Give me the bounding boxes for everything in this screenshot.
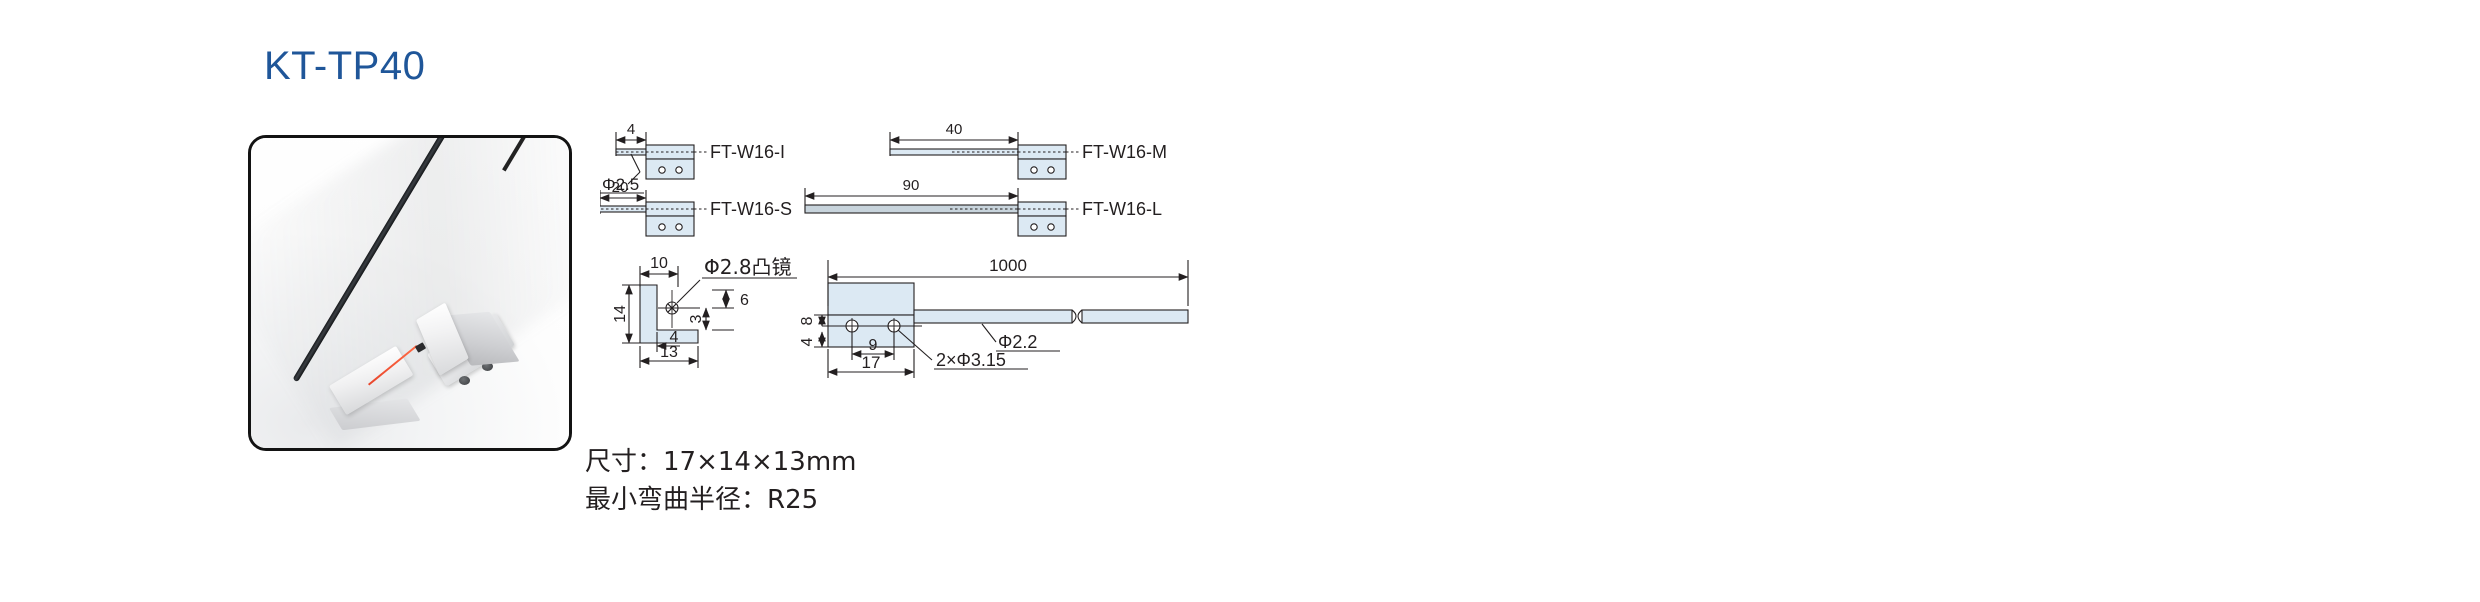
dim-hole-pitch: 9: [869, 337, 878, 354]
callout-fiber-diameter: Φ2.5: [602, 175, 639, 194]
variant-label-1: FT-W16-M: [1082, 142, 1167, 162]
dim-lens-from-top: 6: [740, 292, 749, 309]
variant-label-0: FT-W16-I: [710, 142, 785, 162]
dim-hole-from-top: 8: [799, 316, 816, 325]
callout-cable-diameter: Φ2.2: [998, 332, 1037, 352]
callout-mount-holes: 2×Φ3.15: [936, 350, 1006, 370]
dim-variant-2: 20: [612, 179, 629, 196]
variant-label-3: FT-W16-L: [1082, 199, 1162, 219]
sensor-mount-hole-graphic: [459, 376, 470, 385]
dim-cable-length: 1000: [989, 256, 1027, 275]
dim-side-width-top: 10: [650, 255, 668, 272]
dim-variant-3: 90: [903, 177, 920, 194]
variant-label-2: FT-W16-S: [710, 199, 792, 219]
sensor-mount-hole-graphic: [482, 362, 493, 371]
spec-dimensions: 尺寸：17×14×13mm: [585, 447, 857, 477]
dim-variant-0: 4: [627, 121, 635, 138]
technical-drawing-svg: 4 FT-W16-I Φ2.5: [600, 121, 1189, 378]
specs-block: 尺寸：17×14×13mm 最小弯曲半径：R25: [585, 443, 856, 519]
dim-body-width: 17: [862, 353, 881, 372]
spec-bend-radius: 最小弯曲半径：R25: [585, 485, 819, 515]
technical-drawing-group: 4 FT-W16-I Φ2.5: [600, 120, 1240, 420]
callout-lens: Φ2.8凸镜: [704, 255, 792, 279]
dim-hole-from-bottom: 4: [799, 337, 816, 346]
product-photo-panel: [248, 135, 572, 451]
product-photo: [251, 138, 569, 448]
dim-side-height: 14: [612, 305, 629, 323]
dim-side-notch: 4: [670, 329, 679, 346]
dim-variant-1: 40: [946, 121, 963, 138]
page-title: KT-TP40: [264, 44, 426, 88]
dim-lens-to-step: 3: [688, 314, 705, 323]
